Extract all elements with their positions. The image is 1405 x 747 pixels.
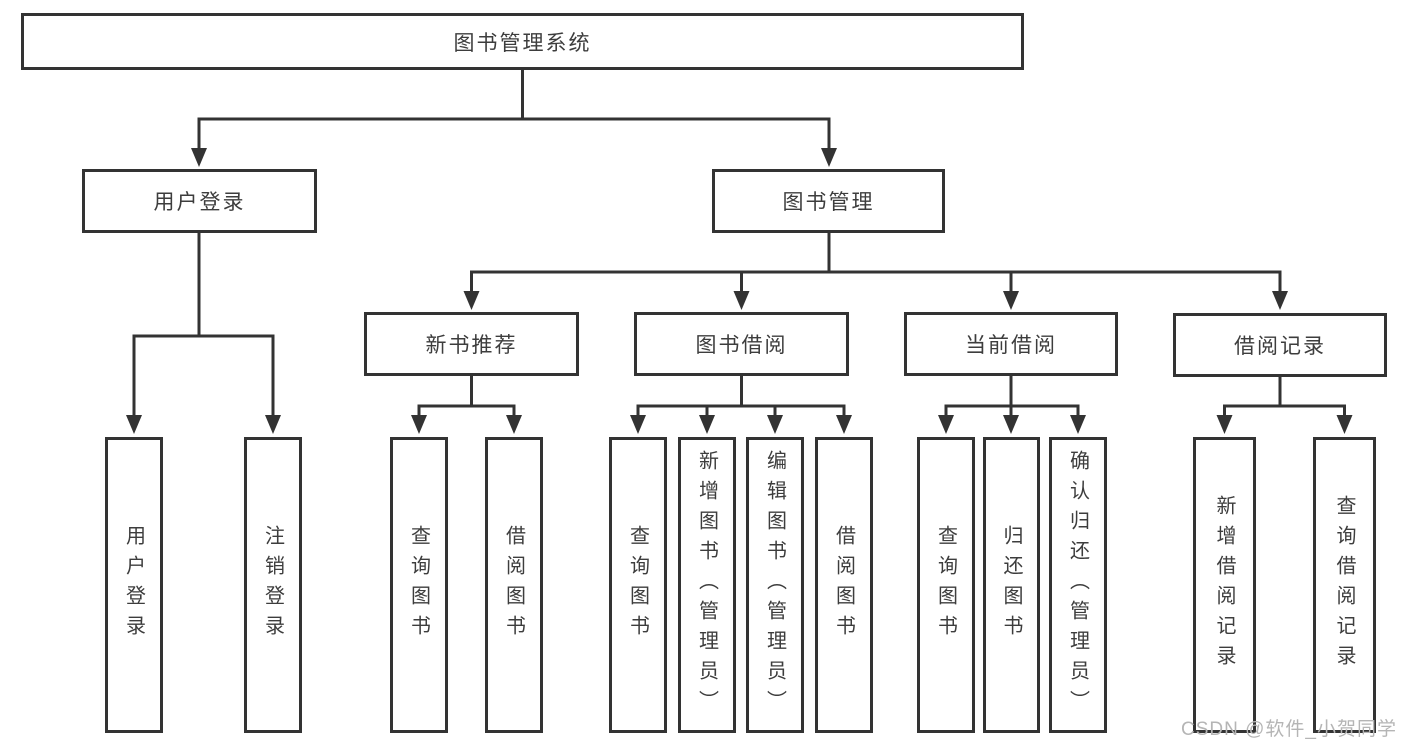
leaf-borrow-books: 借阅图书 <box>815 437 873 733</box>
connector-arrowhead <box>767 415 783 434</box>
leaf-user-login-label: 用户登录 <box>122 525 145 645</box>
leaf-borrow-books-recommend: 借阅图书 <box>485 437 543 733</box>
connector-arrowhead <box>1216 415 1233 434</box>
node-new-book-recommendation: 新书推荐 <box>364 312 579 376</box>
node-new-book-recommendation-label: 新书推荐 <box>425 334 518 357</box>
connector-arrowhead <box>126 415 142 434</box>
node-book-management-label: 图书管理 <box>782 191 875 214</box>
leaf-logout: 注销登录 <box>244 437 302 733</box>
connector-arrowhead <box>699 415 715 434</box>
connector-arrowhead <box>733 291 750 310</box>
node-user-login: 用户登录 <box>82 169 317 233</box>
leaf-add-borrow-record-label: 新增借阅记录 <box>1213 495 1235 675</box>
leaf-borrow-books-recommend-label: 借阅图书 <box>502 525 525 645</box>
connector-book-management-to-level3 <box>463 231 1288 310</box>
leaf-edit-books-admin: 编辑图书（管理员） <box>746 437 804 733</box>
leaf-confirm-return-admin: 确认归还（管理员） <box>1049 437 1107 733</box>
leaf-return-books-label: 归还图书 <box>1000 525 1022 645</box>
leaf-add-books-admin: 新增图书（管理员） <box>678 437 736 733</box>
node-library-management-system-label: 图书管理系统 <box>453 31 592 55</box>
connector-arrowhead <box>836 415 852 434</box>
node-book-borrowing-label: 图书借阅 <box>695 334 788 357</box>
node-book-management: 图书管理 <box>712 169 945 233</box>
leaf-query-borrow-record-label: 查询借阅记录 <box>1333 495 1355 675</box>
connector-current-borrowing-to-leaves <box>938 374 1086 434</box>
leaf-query-books-current: 查询图书 <box>917 437 975 733</box>
connector-arrowhead <box>191 148 207 167</box>
node-borrowing-records-label: 借阅记录 <box>1234 335 1326 358</box>
node-borrowing-records: 借阅记录 <box>1173 313 1387 377</box>
connector-borrowing-records-to-leaves <box>1216 375 1353 434</box>
connector-arrowhead <box>411 415 427 434</box>
leaf-query-books-borrowing: 查询图书 <box>609 437 667 733</box>
node-user-login-label: 用户登录 <box>153 191 246 214</box>
connector-root-to-level2 <box>191 68 837 167</box>
connector-arrowhead <box>1003 415 1019 434</box>
connector-new-book-recommendation-to-leaves <box>411 374 522 434</box>
node-book-borrowing: 图书借阅 <box>634 312 849 376</box>
connector-user-login-to-leaves <box>126 231 281 434</box>
connector-arrowhead <box>506 415 522 434</box>
leaf-return-books: 归还图书 <box>983 437 1040 733</box>
leaf-add-borrow-record: 新增借阅记录 <box>1193 437 1256 733</box>
leaf-query-books-recommend-label: 查询图书 <box>407 525 430 645</box>
connector-arrowhead <box>463 291 480 310</box>
leaf-query-books-borrowing-label: 查询图书 <box>626 525 649 645</box>
leaf-borrow-books-label: 借阅图书 <box>832 525 855 645</box>
leaf-query-books-recommend: 查询图书 <box>390 437 448 733</box>
leaf-logout-label: 注销登录 <box>261 525 284 645</box>
connector-arrowhead <box>1336 415 1353 434</box>
connector-book-borrowing-to-leaves <box>630 374 852 434</box>
connector-arrowhead <box>938 415 954 434</box>
leaf-user-login: 用户登录 <box>105 437 163 733</box>
connector-arrowhead <box>1070 415 1086 434</box>
connector-arrowhead <box>821 148 837 167</box>
node-current-borrowing: 当前借阅 <box>904 312 1118 376</box>
connector-arrowhead <box>1003 291 1019 310</box>
connector-arrowhead <box>630 415 646 434</box>
leaf-add-books-admin-label: 新增图书（管理员） <box>695 450 718 720</box>
node-current-borrowing-label: 当前借阅 <box>965 334 1057 357</box>
leaf-edit-books-admin-label: 编辑图书（管理员） <box>763 450 786 720</box>
leaf-query-books-current-label: 查询图书 <box>934 525 957 645</box>
connector-arrowhead <box>1272 291 1288 310</box>
leaf-query-borrow-record: 查询借阅记录 <box>1313 437 1376 733</box>
csdn-watermark: CSDN @软件_小贺同学 <box>1181 719 1397 740</box>
leaf-confirm-return-admin-label: 确认归还（管理员） <box>1066 450 1089 720</box>
node-library-management-system: 图书管理系统 <box>21 13 1024 70</box>
connector-arrowhead <box>265 415 281 434</box>
